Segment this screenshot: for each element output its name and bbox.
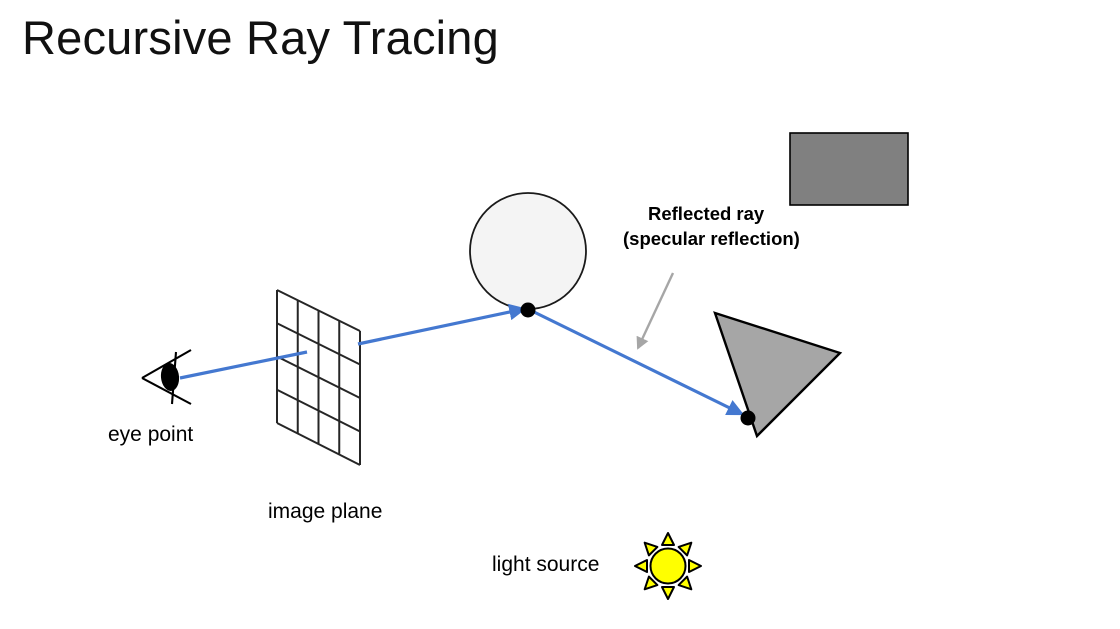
reflected-ray — [531, 309, 745, 416]
label-reflected-ray-line1: Reflected ray — [648, 203, 765, 224]
eye-icon — [141, 349, 192, 405]
hit-point-sphere — [520, 302, 536, 318]
rectangle-object — [789, 132, 909, 206]
primary-ray-segment-eye-to-plane — [179, 350, 308, 380]
sun-icon — [634, 532, 702, 600]
triangle-object — [713, 311, 843, 439]
annotation-arrow — [636, 272, 675, 350]
label-reflected-ray: Reflected ray (specular reflection) — [623, 201, 848, 251]
page-title: Recursive Ray Tracing — [22, 11, 499, 64]
label-image-plane: image plane — [268, 500, 383, 523]
label-reflected-ray-line2: (specular reflection) — [623, 228, 800, 249]
primary-ray-segment-plane-to-sphere — [357, 303, 527, 346]
image-plane-grid — [276, 289, 361, 466]
label-eye-point: eye point — [108, 423, 194, 446]
label-light-source: light source — [492, 553, 600, 576]
sphere-object — [469, 192, 587, 310]
hit-point-triangle — [740, 410, 756, 426]
